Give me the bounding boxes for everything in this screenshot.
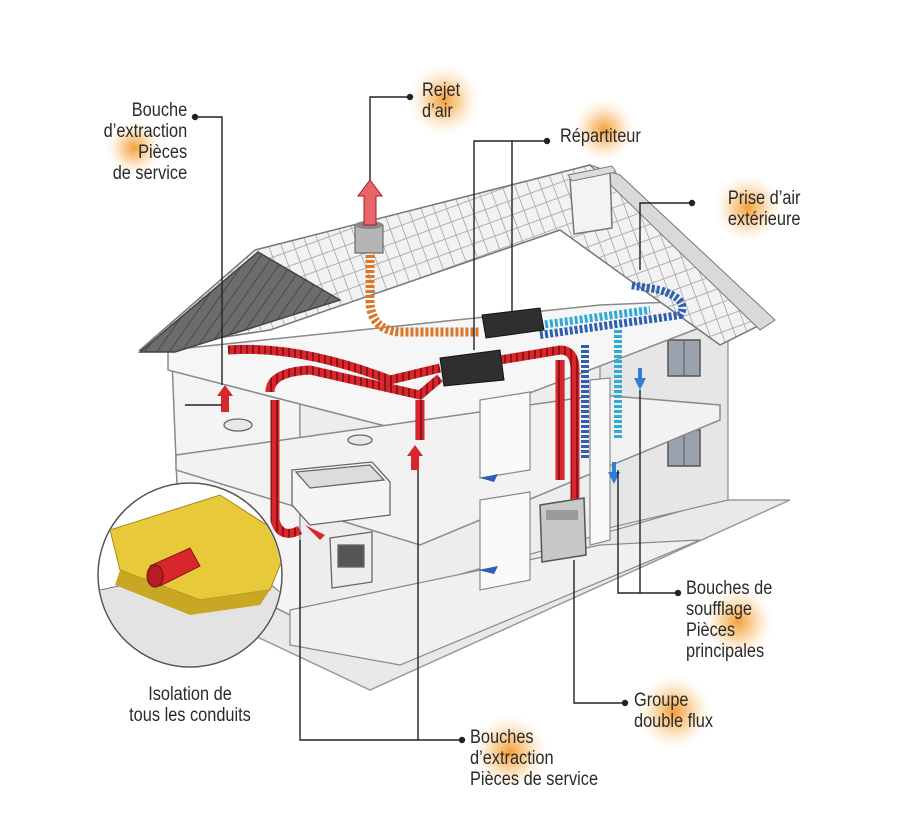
glow-prise-air [714, 174, 782, 242]
leader-bouches-service [299, 540, 462, 741]
roof-vent [354, 221, 384, 254]
label-rejet-air: Rejet d’air [422, 80, 461, 122]
chimney [567, 165, 617, 235]
label-repartiteur: Répartiteur [560, 126, 641, 147]
label-bouche-extraction: Bouche d’extraction Pièces de service [103, 100, 187, 184]
glow-groupe [636, 674, 712, 750]
fresh-air-ducts [539, 306, 651, 440]
leader-repartiteur [473, 140, 547, 350]
partitions [479, 377, 611, 591]
exhaust-duct [365, 255, 480, 337]
fixtures [223, 418, 391, 589]
leader-lines [185, 93, 696, 744]
label-groupe-double-flux: Groupe double flux [634, 690, 714, 732]
glow-rejet-air [408, 64, 480, 136]
supply-ducts [539, 281, 687, 460]
highlight-glows [106, 64, 782, 790]
glow-soufflage [702, 586, 774, 658]
label-isolation: Isolation de tous les conduits [129, 684, 251, 726]
leader-prise-air [639, 202, 692, 270]
roof-gable [137, 251, 342, 353]
insulation-inset [97, 482, 283, 668]
leader-bouche-extraction [195, 116, 223, 385]
leader-groupe [573, 560, 625, 704]
air-flow-arrows [217, 179, 646, 574]
glow-bouches-service [472, 714, 548, 790]
label-bouches-extraction-service: Bouches d’extraction Pièces de service [470, 727, 599, 790]
label-prise-air: Prise d’air extérieure [727, 188, 800, 230]
groupe-double-flux-unit [539, 497, 587, 563]
windows [667, 339, 701, 467]
extract-ducts [227, 344, 580, 538]
leader-soufflage [617, 470, 678, 594]
label-bouches-soufflage: Bouches de soufflage Pièces principales [686, 578, 773, 662]
glow-repartiteur [572, 98, 636, 162]
insulated-duct [146, 547, 201, 588]
glow-bouche-extraction [106, 120, 162, 176]
leader-rejet-air [369, 96, 410, 180]
rejet-arrow [357, 179, 383, 226]
repartiteur-boxes [439, 307, 545, 387]
